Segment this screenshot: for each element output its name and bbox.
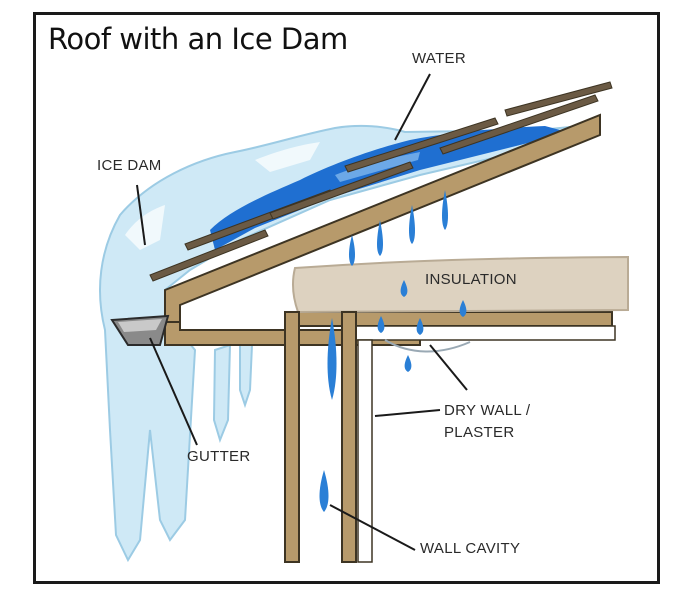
water-drop: [400, 280, 408, 297]
water-drop: [319, 470, 329, 512]
leader-line-ice-dam: [136, 184, 146, 246]
icicle: [212, 343, 232, 444]
label-insulation: INSULATION: [425, 271, 517, 288]
leader-line-water: [394, 73, 431, 141]
water-drips: [319, 190, 467, 512]
label-wall-cavity: WALL CAVITY: [420, 540, 521, 557]
label-gutter: GUTTER: [187, 448, 251, 465]
water-drop: [349, 235, 355, 266]
water-drop: [442, 190, 448, 230]
drywall-wall: [357, 339, 373, 563]
water-drop: [377, 220, 383, 256]
icicle: [239, 344, 254, 409]
label-water: WATER: [412, 50, 466, 67]
leader-line-plaster: [374, 409, 441, 417]
water-pool: [210, 126, 560, 250]
drywall-ceiling: [354, 325, 616, 353]
leader-line-wall-cavity: [329, 504, 416, 551]
leader-lines: [136, 73, 468, 551]
diagram-title: Roof with an Ice Dam: [48, 22, 348, 56]
water-drop: [416, 318, 424, 335]
water-drop: [459, 300, 467, 317]
water-drop: [377, 316, 385, 333]
water-drop: [404, 355, 412, 372]
label-drywall-line1: DRY WALL /: [444, 402, 531, 419]
label-drywall-line2: PLASTER: [444, 424, 515, 441]
water-drop: [409, 205, 415, 244]
wall-stud-inner: [341, 311, 357, 563]
label-ice-dam: ICE DAM: [97, 157, 162, 174]
leader-line-drywall: [429, 344, 468, 391]
ceiling-joist: [289, 311, 613, 327]
water-drop: [327, 318, 337, 400]
wall-stud-outer: [284, 311, 300, 563]
gutter-shape: [110, 314, 170, 346]
insulation-layer: [292, 255, 629, 314]
roof-shingles: [149, 81, 613, 282]
leader-line-gutter: [149, 337, 198, 446]
